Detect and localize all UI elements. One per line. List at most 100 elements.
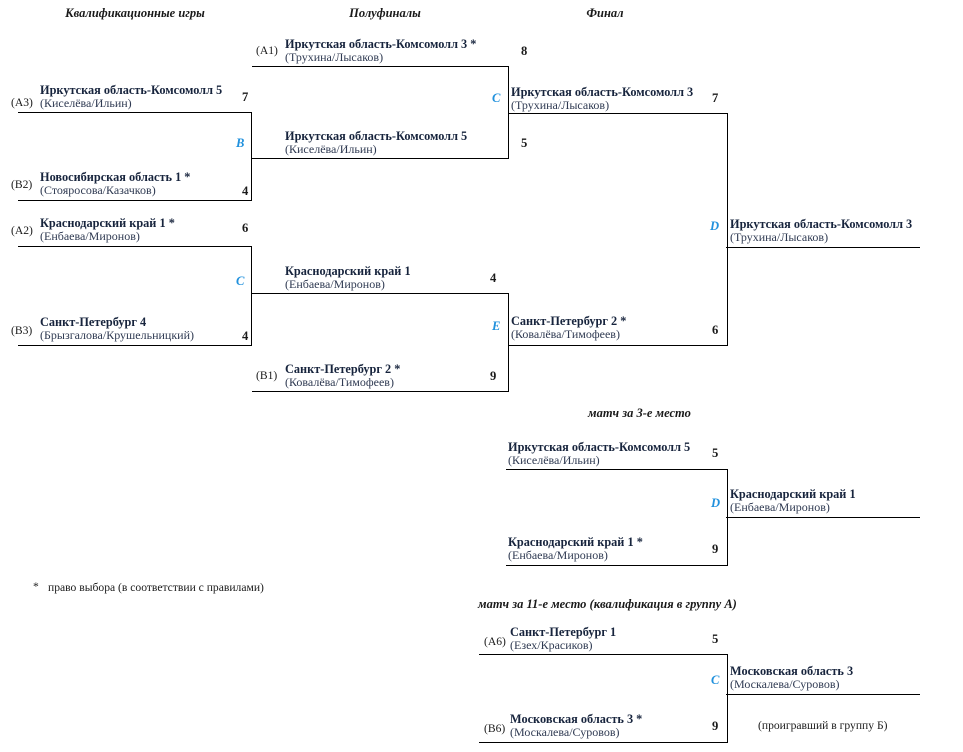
- bracket-line: [479, 742, 728, 744]
- qualification-2-top-score: 6: [242, 221, 249, 235]
- qualification-2-top-entry: Краснодарский край 1 * (Енбаева/Миронов): [40, 217, 175, 244]
- bracket-line: [250, 246, 252, 346]
- team-name: Иркутская область-Комсомолл 5: [508, 440, 691, 454]
- bracket-line: [252, 66, 509, 68]
- third-place-top-score: 5: [712, 446, 719, 460]
- qualification-2-top-seed: (А2): [11, 224, 33, 237]
- semifinal-2-top-score: 4: [490, 271, 497, 285]
- player-names: (Киселёва/Ильин): [508, 453, 600, 467]
- team-name: Краснодарский край 1: [285, 264, 411, 278]
- player-names: (Москалева/Суровов): [730, 677, 840, 691]
- final-winner-entry: Иркутская область-Комсомолл 3 (Трухина/Л…: [730, 218, 912, 245]
- player-names: (Трухина/Лысаков): [730, 230, 829, 244]
- bracket-line: [252, 391, 509, 393]
- team-name: Новосибирская область 1 *: [40, 170, 191, 184]
- bracket-line: [506, 469, 728, 471]
- column-header-final: Финал: [586, 6, 624, 20]
- bracket-line: [18, 246, 252, 248]
- player-names: (Трухина/Лысаков): [511, 98, 610, 112]
- team-name: Московская область 3 *: [510, 712, 643, 726]
- semifinal-2-bottom-entry: Санкт-Петербург 2 * (Ковалёва/Тимофеев): [285, 363, 400, 390]
- qualification-1-bottom-seed: (В2): [11, 178, 33, 191]
- team-name: Краснодарский край 1 *: [40, 216, 175, 230]
- team-name: Краснодарский край 1 *: [508, 535, 643, 549]
- team-name: Иркутская область-Комсомолл 5: [40, 83, 223, 97]
- player-names: (Енбаева/Миронов): [730, 500, 830, 514]
- final-top-entry: Иркутская область-Комсомолл 3 (Трухина/Л…: [511, 86, 693, 113]
- eleventh-place-caption: матч за 11-е место (квалификация в групп…: [478, 597, 737, 611]
- column-header-qualification: Квалификационные игры: [65, 6, 205, 20]
- final-top-score: 7: [712, 91, 719, 105]
- player-names: (Киселёва/Ильин): [285, 142, 377, 156]
- bracket-line: [252, 158, 509, 160]
- bracket-line: [18, 200, 252, 202]
- bracket-line: [509, 345, 728, 347]
- qualification-1-top-score: 7: [242, 90, 249, 104]
- third-place-bottom-entry: Краснодарский край 1 * (Енбаева/Миронов): [508, 536, 643, 563]
- semifinal-2-top-entry: Краснодарский край 1 (Енбаева/Миронов): [285, 265, 411, 292]
- player-names: (Москалева/Суровов): [510, 725, 620, 739]
- eleventh-place-bottom-score: 9: [712, 719, 719, 733]
- player-names: (Енбаева/Миронов): [40, 229, 140, 243]
- player-names: (Езех/Красиков): [510, 638, 593, 652]
- qualification-2-bottom-entry: Санкт-Петербург 4 (Брызгалова/Крушельниц…: [40, 316, 194, 343]
- bracket-line: [479, 654, 728, 656]
- player-names: (Брызгалова/Крушельницкий): [40, 328, 195, 342]
- player-names: (Стояросова/Казачков): [40, 183, 156, 197]
- semifinal-2-bottom-seed: (В1): [256, 369, 278, 382]
- semifinal-1-bottom-entry: Иркутская область-Комсомолл 5 (Киселёва/…: [285, 130, 467, 157]
- bracket-line: [506, 565, 728, 567]
- qualification-1-bottom-entry: Новосибирская область 1 * (Стояросова/Ка…: [40, 171, 190, 198]
- eleventh-place-top-seed: (А6): [484, 635, 506, 648]
- column-header-semifinals: Полуфиналы: [349, 6, 421, 20]
- qualification-2-bottom-seed: (В3): [11, 324, 33, 337]
- team-name: Санкт-Петербург 2 *: [285, 362, 401, 376]
- bracket-line: [18, 345, 252, 347]
- semifinal-1-match-letter: C: [492, 91, 501, 105]
- semifinal-1-bottom-score: 5: [521, 136, 528, 150]
- qualification-2-match-letter: C: [236, 274, 245, 288]
- bracket-line: [726, 517, 920, 519]
- semifinal-1-top-seed: (А1): [256, 44, 278, 57]
- bracket-line: [252, 293, 509, 295]
- eleventh-place-top-entry: Санкт-Петербург 1 (Езех/Красиков): [510, 626, 616, 653]
- team-name: Иркутская область-Комсомолл 3: [730, 217, 913, 231]
- team-name: Московская область 3: [730, 664, 854, 678]
- semifinal-2-match-letter: E: [492, 319, 501, 333]
- qualification-1-top-entry: Иркутская область-Комсомолл 5 (Киселёва/…: [40, 84, 222, 111]
- bracket-line: [509, 113, 728, 115]
- qualification-2-bottom-score: 4: [242, 329, 249, 343]
- footnote-text: право выбора (в соответствии с правилами…: [48, 581, 264, 594]
- team-name: Санкт-Петербург 1: [510, 625, 617, 639]
- third-place-top-entry: Иркутская область-Комсомолл 5 (Киселёва/…: [508, 441, 690, 468]
- bracket-line: [250, 112, 252, 201]
- team-name: Иркутская область-Комсомолл 3 *: [285, 37, 477, 51]
- final-match-letter: D: [710, 219, 720, 233]
- semifinal-1-top-score: 8: [521, 44, 528, 58]
- third-place-caption: матч за 3-е место: [588, 406, 691, 420]
- player-names: (Ковалёва/Тимофеев): [511, 327, 620, 341]
- team-name: Санкт-Петербург 2 *: [511, 314, 627, 328]
- bracket-line: [726, 113, 728, 346]
- qualification-1-bottom-score: 4: [242, 184, 249, 198]
- qualification-1-match-letter: B: [236, 136, 245, 150]
- qualification-1-top-seed: (А3): [11, 96, 33, 109]
- semifinal-2-bottom-score: 9: [490, 369, 497, 383]
- team-name: Краснодарский край 1: [730, 487, 856, 501]
- bracket-line: [726, 654, 728, 743]
- team-name: Иркутская область-Комсомолл 5: [285, 129, 468, 143]
- player-names: (Енбаева/Миронов): [508, 548, 608, 562]
- eleventh-place-bottom-seed: (В6): [484, 722, 506, 735]
- loser-to-group-b-note: (проигравший в группу Б): [758, 719, 888, 732]
- eleventh-place-bottom-entry: Московская область 3 * (Москалева/Сурово…: [510, 713, 642, 740]
- bracket-line: [726, 694, 920, 696]
- third-place-winner-entry: Краснодарский край 1 (Енбаева/Миронов): [730, 488, 856, 515]
- eleventh-place-top-score: 5: [712, 632, 719, 646]
- semifinal-1-top-entry: Иркутская область-Комсомолл 3 * (Трухина…: [285, 38, 476, 65]
- eleventh-place-winner-entry: Московская область 3 (Москалева/Суровов): [730, 665, 853, 692]
- third-place-bottom-score: 9: [712, 542, 719, 556]
- final-bottom-entry: Санкт-Петербург 2 * (Ковалёва/Тимофеев): [511, 315, 626, 342]
- team-name: Иркутская область-Комсомолл 3: [511, 85, 694, 99]
- player-names: (Трухина/Лысаков): [285, 50, 384, 64]
